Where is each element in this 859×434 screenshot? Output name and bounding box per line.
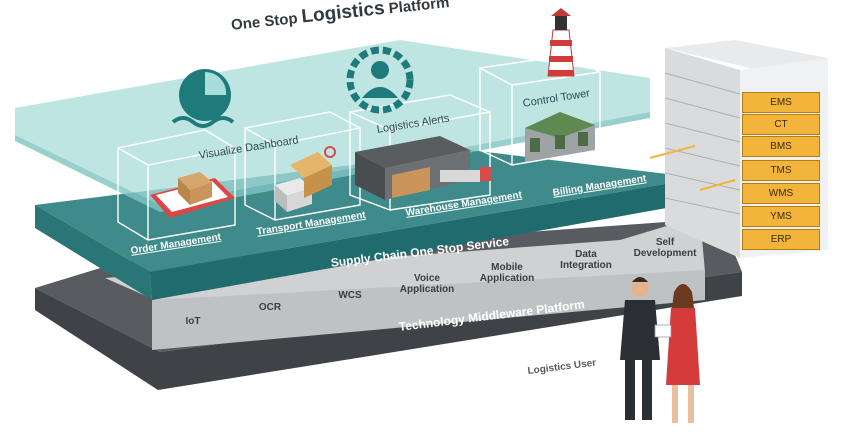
system-box-bms: BMS bbox=[742, 136, 820, 157]
system-box-ct: CT bbox=[742, 114, 820, 135]
lighthouse-icon bbox=[547, 8, 575, 77]
middleware-segment-ocr: OCR bbox=[258, 302, 282, 313]
service-slab-left bbox=[35, 205, 152, 300]
system-box-yms: YMS bbox=[742, 206, 820, 227]
service-slab-top bbox=[35, 150, 700, 272]
building-icon bbox=[525, 112, 595, 162]
glass-platform bbox=[15, 40, 650, 205]
connector-line bbox=[699, 179, 736, 191]
alert-person-icon bbox=[346, 46, 414, 114]
system-box-erp: ERP bbox=[742, 229, 820, 250]
order-clipboard-icon bbox=[150, 172, 235, 218]
service-slab-front bbox=[150, 178, 700, 300]
middleware-block-front bbox=[152, 270, 705, 350]
system-box-wms: WMS bbox=[742, 183, 820, 204]
connector-line bbox=[649, 145, 696, 159]
dashboard-icon bbox=[171, 69, 235, 128]
system-box-ems: EMS bbox=[742, 92, 820, 113]
module-cubes bbox=[117, 54, 601, 241]
middleware-segment-iot: IoT bbox=[185, 316, 201, 327]
truck-icon bbox=[275, 146, 336, 212]
cube-transport bbox=[244, 111, 361, 221]
logistics-user-figures bbox=[620, 277, 700, 423]
cube-order bbox=[117, 129, 236, 241]
middleware-segment-wcs: WCS bbox=[338, 290, 362, 301]
system-box-tms: TMS bbox=[742, 160, 820, 181]
warehouse-icon bbox=[355, 136, 492, 200]
cube-warehouse bbox=[349, 94, 491, 211]
